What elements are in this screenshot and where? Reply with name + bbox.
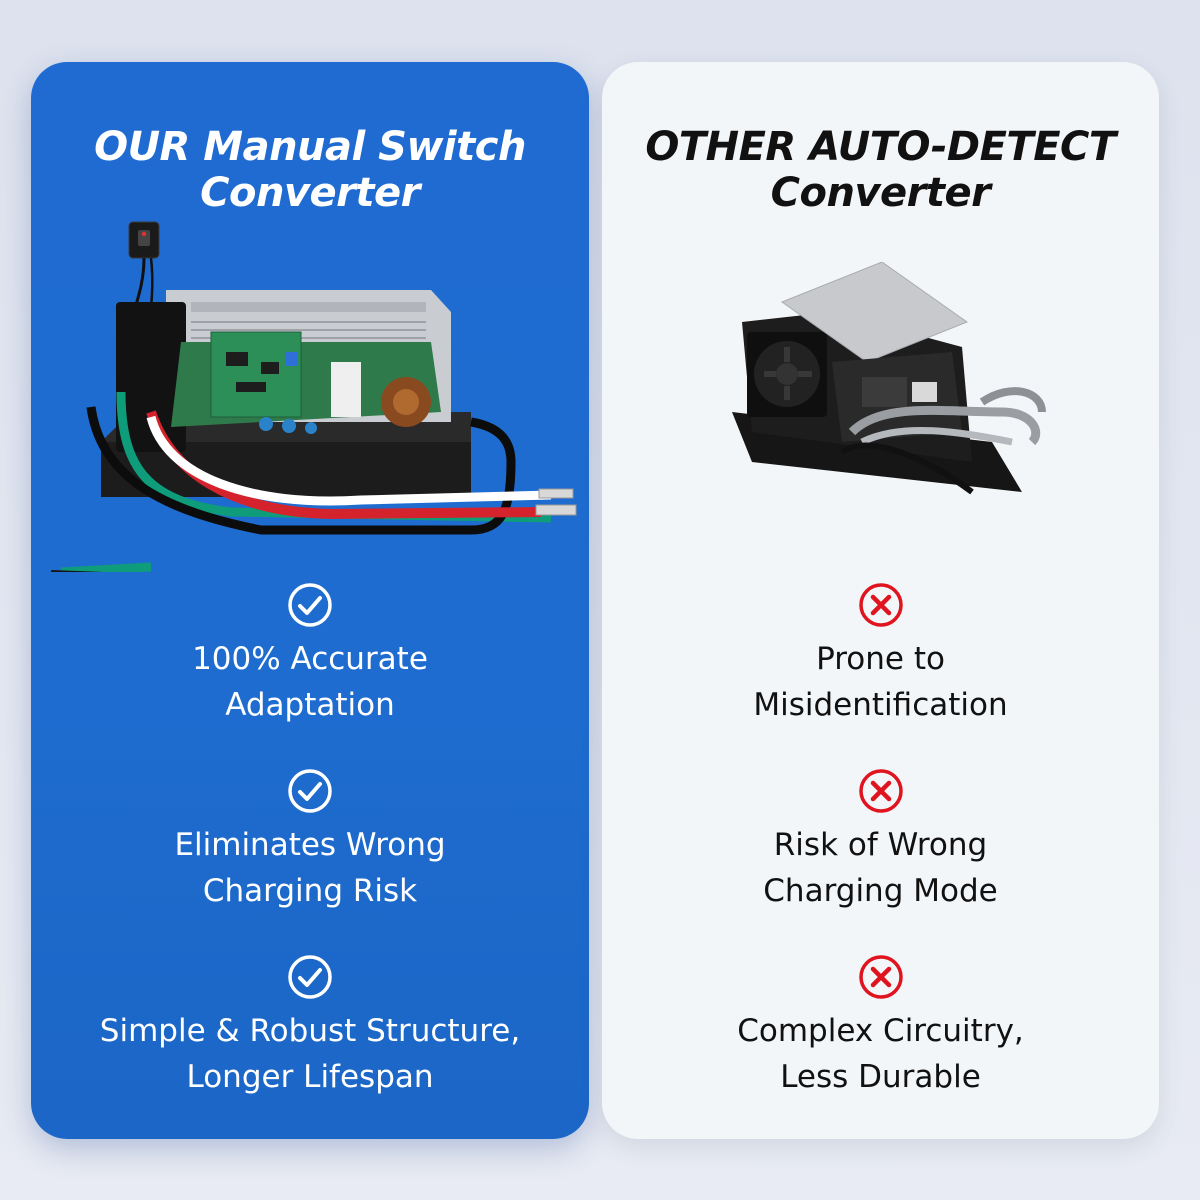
right-title: OTHER AUTO-DETECT Converter: [602, 124, 1159, 216]
x-circle-icon: [858, 583, 903, 627]
right-feature-3-line2: Less Durable: [780, 1059, 981, 1095]
right-feature-1: Prone to Misidentification: [602, 582, 1159, 728]
check-circle-icon: [288, 769, 332, 813]
right-title-line1: OTHER AUTO-DETECT: [645, 124, 1116, 170]
left-feature-3-line1: Simple & Robust Structure,: [99, 1013, 521, 1049]
left-feature-2-label: Eliminates Wrong Charging Risk: [31, 822, 589, 914]
right-feature-1-label: Prone to Misidentification: [602, 636, 1159, 728]
left-feature-2-line2: Charging Risk: [202, 873, 418, 909]
auto-detect-panel: OTHER AUTO-DETECT Converter: [602, 62, 1159, 1139]
right-feature-1-line1: Prone to: [816, 641, 945, 677]
check-circle-icon: [288, 583, 332, 627]
manual-switch-converter-image: [51, 221, 577, 572]
left-feature-1: 100% Accurate Adaptation: [31, 582, 589, 728]
left-feature-2-line1: Eliminates Wrong: [174, 827, 446, 863]
x-circle-icon: [858, 769, 903, 813]
right-feature-3-line1: Complex Circuitry,: [737, 1013, 1024, 1049]
left-feature-3-line2: Longer Lifespan: [186, 1059, 434, 1095]
left-feature-1-line2: Adaptation: [225, 687, 395, 723]
right-feature-1-line2: Misidentification: [753, 687, 1008, 723]
left-feature-1-label: 100% Accurate Adaptation: [31, 636, 589, 728]
right-title-line2: Converter: [770, 170, 991, 216]
left-feature-3-label: Simple & Robust Structure, Longer Lifesp…: [31, 1008, 589, 1100]
check-circle-icon: [288, 955, 332, 999]
right-feature-2-line2: Charging Mode: [763, 873, 998, 909]
right-feature-2: Risk of Wrong Charging Mode: [602, 768, 1159, 914]
left-title-line1: OUR Manual Switch: [94, 124, 526, 170]
manual-switch-panel: OUR Manual Switch Converter: [31, 62, 589, 1139]
right-feature-3-label: Complex Circuitry, Less Durable: [602, 1008, 1159, 1100]
left-feature-3: Simple & Robust Structure, Longer Lifesp…: [31, 954, 589, 1100]
left-feature-2: Eliminates Wrong Charging Risk: [31, 768, 589, 914]
auto-detect-converter-image: [732, 262, 1046, 495]
left-title: OUR Manual Switch Converter: [31, 124, 589, 216]
left-title-line2: Converter: [200, 170, 420, 216]
right-feature-3: Complex Circuitry, Less Durable: [602, 954, 1159, 1100]
left-feature-1-line1: 100% Accurate: [192, 641, 428, 677]
right-feature-2-label: Risk of Wrong Charging Mode: [602, 822, 1159, 914]
right-feature-2-line1: Risk of Wrong: [773, 827, 988, 863]
x-circle-icon: [858, 955, 903, 999]
